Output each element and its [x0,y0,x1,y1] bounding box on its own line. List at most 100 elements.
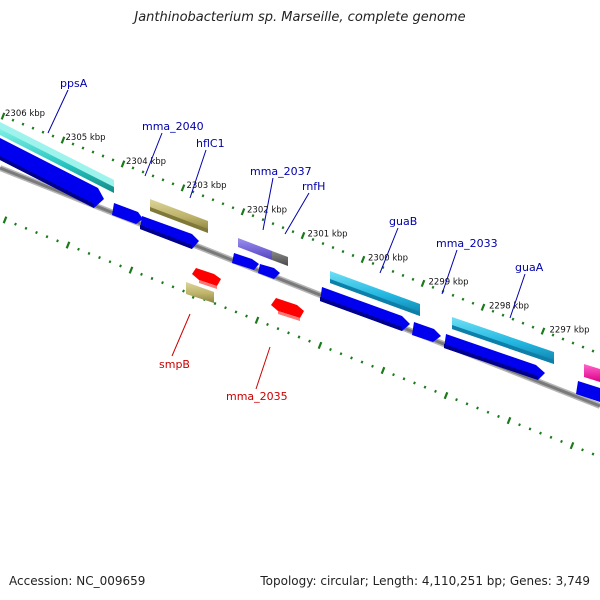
gene-label-hflC1[interactable]: hflC1 [196,137,225,150]
gene-label-guaB[interactable]: guaB [389,215,417,228]
upper-scale-minor-tick [71,142,75,146]
upper-scale-minor-tick [11,118,15,122]
lower-scale-minor-tick [45,235,49,239]
gene-labels-top: ppsA mma_2040 hflC1 mma_2037 rnfH guaB m… [60,77,544,274]
feature-guaA[interactable] [452,317,554,364]
gene-callouts-bottom [171,313,271,390]
upper-scale-minor-tick [291,230,295,234]
cds-arrow-mma_2035[interactable] [271,298,304,321]
gene-label-guaA[interactable]: guaA [515,261,544,274]
upper-scale-minor-tick [431,285,435,289]
gene-label-mma_2040[interactable]: mma_2040 [142,120,204,133]
lower-scale-major-tick [2,216,8,224]
scale-label: 2301 kbp [308,229,348,239]
lower-scale-minor-tick [476,406,479,410]
upper-scale-minor-tick [251,214,255,218]
upper-scale-major-tick [180,184,186,192]
gene-label-mma_2037[interactable]: mma_2037 [250,165,312,178]
upper-scale-minor-tick [571,341,575,345]
scale-label: 2306 kbp [5,109,45,119]
upper-scale-minor-tick [561,337,565,341]
lower-scale-minor-tick [276,327,280,331]
scale-label: 2300 kbp [368,254,408,264]
upper-scale-minor-tick [551,333,555,337]
cds-arrow-mma_2037[interactable] [232,253,259,270]
scale-label: 2298 kbp [489,302,529,312]
upper-scale-minor-tick [491,309,495,313]
lower-scale-minor-tick [161,281,164,285]
cds-arrow-ppsA[interactable] [0,138,104,208]
upper-scale-major-tick [240,208,246,216]
lower-scale-major-tick [443,391,449,400]
upper-scale-minor-tick [201,194,205,198]
upper-scale-minor-tick [101,154,105,158]
upper-scale-minor-tick [401,273,405,277]
upper-scale-minor-tick [271,222,275,226]
feature-mma_2040[interactable] [150,199,208,233]
scale-label: 2305 kbp [66,133,106,143]
feature-smpB[interactable] [186,282,214,303]
upper-scale-minor-tick [31,126,35,130]
lower-scale-minor-tick [591,452,595,456]
upper-scale-minor-tick [391,269,395,273]
feature-guaB[interactable] [330,271,420,316]
lower-scale-minor-tick [119,264,122,268]
scale-label: 2297 kbp [550,326,590,336]
cds-arrow-edge[interactable] [576,381,600,402]
gene-label-mma_2035[interactable]: mma_2035 [226,390,288,403]
feature-mma_2037[interactable] [238,238,272,260]
upper-scale-minor-tick [51,134,55,138]
feature-magenta[interactable] [584,364,600,382]
upper-scale-minor-tick [531,325,535,329]
lower-scale-minor-tick [581,448,584,452]
upper-scale-major-tick [120,160,126,168]
cds-arrow-mma_2033[interactable] [412,322,441,342]
lower-scale-major-tick [317,341,323,350]
lower-scale-minor-tick [371,364,374,368]
cds-arrow-guaB[interactable] [320,287,410,331]
lower-scale-minor-tick [98,256,101,260]
upper-scale-minor-tick [141,170,145,174]
cds-arrow-rnfH[interactable] [258,264,280,279]
upper-scale-minor-tick [411,277,415,281]
upper-scale-minor-tick [171,182,175,186]
cds-arrow-hflC1[interactable] [140,216,199,249]
feature-rnfH[interactable] [272,251,288,266]
upper-scale-minor-tick [21,122,25,126]
lower-scale-minor-tick [528,427,532,431]
lower-scale-major-tick [128,266,134,274]
gene-label-ppsA[interactable]: ppsA [60,77,88,90]
upper-scale-minor-tick [151,174,155,178]
gene-callouts-top [47,89,526,319]
cds-arrow-reverse-1[interactable] [192,268,221,289]
lower-scale-minor-tick [24,226,28,230]
cds-arrow-mma_2040-a[interactable] [112,203,143,224]
scale-label: 2304 kbp [126,157,166,167]
scale-ticks-lower [2,216,595,456]
upper-scale-minor-tick [321,242,325,246]
gene-labels-bottom: smpB mma_2035 [159,358,288,403]
lower-scale-minor-tick [297,335,301,339]
upper-scale-minor-tick [231,206,235,210]
feature-ppsA[interactable] [0,122,114,193]
gene-label-smpB[interactable]: smpB [159,358,190,371]
upper-scale-minor-tick [341,250,345,254]
gene-label-mma_2033[interactable]: mma_2033 [436,237,498,250]
lower-scale-minor-tick [560,439,563,443]
lower-scale-minor-tick [339,352,343,356]
upper-scale-minor-tick [471,301,475,305]
genome-summary-text: Topology: circular; Length: 4,110,251 bp… [260,574,590,588]
lower-scale-minor-tick [171,285,175,289]
lower-scale-minor-tick [518,423,521,427]
lower-scale-minor-tick [108,260,112,264]
gene-label-rnfH[interactable]: rnfH [302,180,325,193]
lower-scale-minor-tick [287,331,290,335]
upper-scale-minor-tick [91,150,95,154]
upper-scale-minor-tick [191,190,195,194]
upper-scale-minor-tick [281,226,285,230]
cds-arrow-guaA[interactable] [444,334,545,380]
upper-scale-minor-tick [451,293,455,297]
